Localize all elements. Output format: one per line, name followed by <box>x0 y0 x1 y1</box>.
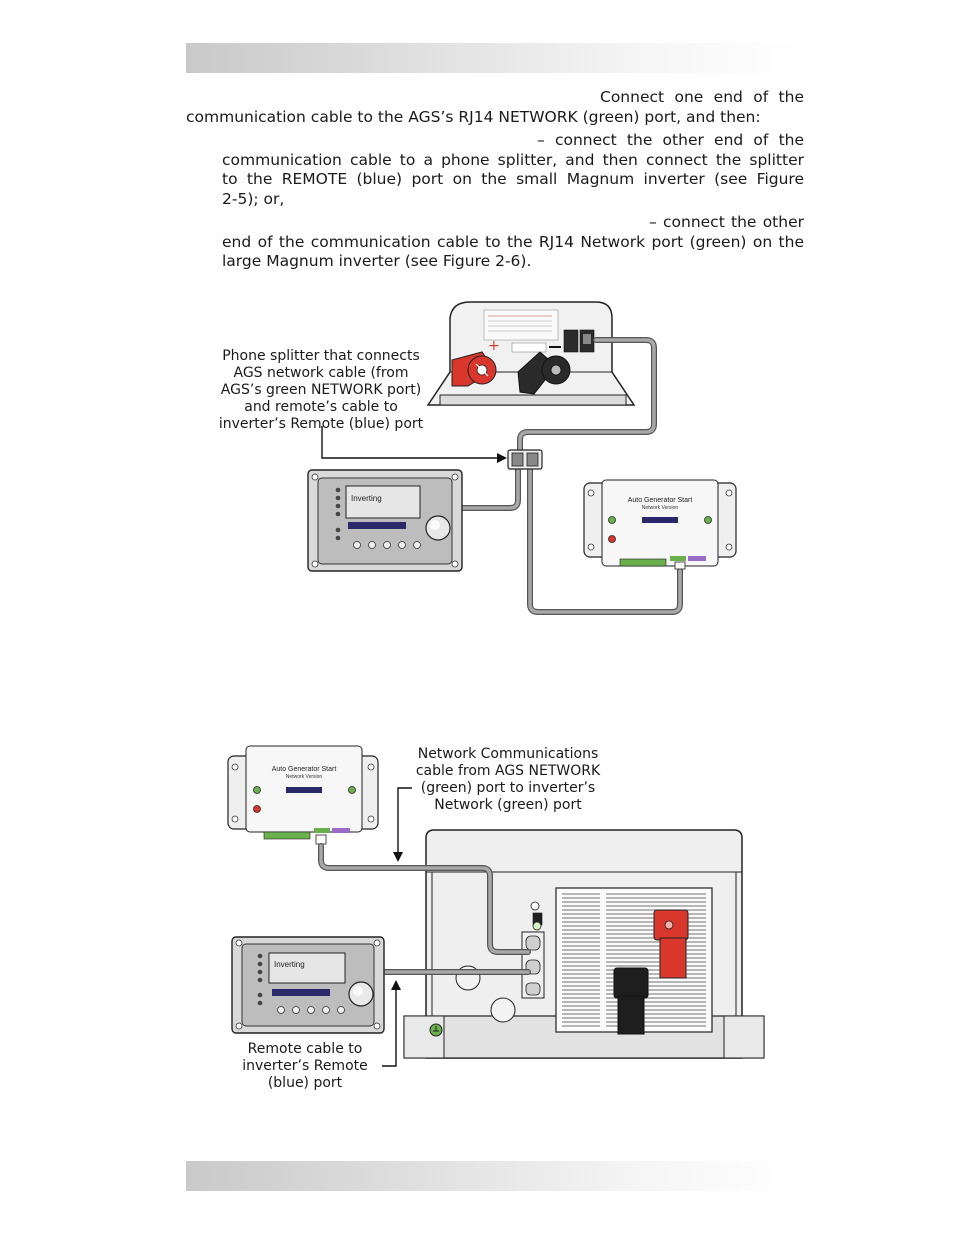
terminal-block-icon <box>263 831 311 840</box>
remote-lcd-text: Inverting <box>351 494 382 503</box>
caption-line: Network (green) port <box>434 797 582 813</box>
network-cable-caption: Network Communications cable from AGS NE… <box>398 746 618 814</box>
figure-2-5: + <box>307 301 737 615</box>
remote-cable-arrow <box>382 980 401 1067</box>
ags-subtitle: Network Version <box>286 774 323 780</box>
remote-lcd-display <box>268 952 346 984</box>
figure1-cables <box>455 337 683 615</box>
caption-line: inverter’s Remote (blue) port <box>218 416 424 432</box>
remote-control-panel: Inverting <box>307 469 463 572</box>
paragraph-line: communication cable to the AGS’s RJ14 NE… <box>186 107 761 126</box>
plus-symbol-icon: + <box>488 338 500 354</box>
status-led-icon <box>253 786 261 794</box>
ags-remote-port-icon <box>688 556 706 561</box>
ags-network-port-icon <box>670 556 686 561</box>
splitter-caption: Phone splitter that connects AGS network… <box>206 348 436 433</box>
paragraph-connect-ags: Connect one end of the communication cab… <box>186 88 804 127</box>
inverter-network-port-icon <box>525 935 541 951</box>
test-led-icon <box>608 535 616 543</box>
paragraph-line: – connect the other end of the <box>537 131 804 149</box>
ags-network-port-icon <box>314 828 330 833</box>
footer-band <box>186 1161 798 1191</box>
caption-line: Phone splitter that connects <box>222 348 420 364</box>
ags-module: Auto Generator Start Network Version <box>583 479 737 570</box>
caption-line: AGS network cable (from <box>233 365 409 381</box>
paragraph-line: to the REMOTE (blue) port on the small M… <box>222 170 804 188</box>
remote-lcd-text: Inverting <box>274 960 305 969</box>
small-inverter: + <box>426 301 636 406</box>
caption-line: (blue) port <box>267 1075 343 1091</box>
remote-led-icon <box>348 786 356 794</box>
terminal-block-icon <box>619 558 667 567</box>
paragraph-line: end of the communication cable to the RJ… <box>222 232 804 251</box>
paragraph-line: – connect the other <box>649 213 804 231</box>
negative-terminal-icon <box>613 967 649 1035</box>
positive-terminal-icon <box>653 909 689 979</box>
remote-lcd-display <box>345 485 421 519</box>
paragraph-line: large Magnum inverter (see Figure 2-6). <box>222 252 532 270</box>
status-led-icon <box>608 516 616 524</box>
phone-splitter-icon <box>507 449 543 470</box>
paragraph-line: communication cable to a phone splitter,… <box>222 150 804 169</box>
caption-line: (green) port to inverter’s <box>420 780 596 796</box>
caption-line: Remote cable to <box>247 1041 363 1057</box>
figure2-cables <box>318 843 531 975</box>
caption-line: Network Communications <box>417 746 599 762</box>
caption-line: inverter’s Remote <box>242 1058 368 1074</box>
paragraph-line: 2-5); or, <box>222 189 285 208</box>
caption-line: cable from AGS NETWORK <box>415 763 601 779</box>
caption-line: and remote’s cable to <box>244 399 398 415</box>
ags-title: Auto Generator Start <box>628 497 693 504</box>
caption-line: AGS’s green NETWORK port) <box>220 382 422 398</box>
ags-remote-port-icon <box>332 828 350 833</box>
splitter-arrow <box>321 426 507 463</box>
remote-led-icon <box>704 516 712 524</box>
paragraph-small-inverter: – connect the other end of the communica… <box>222 131 804 209</box>
paragraph-line: Connect one end of the <box>600 88 804 106</box>
remote-control-panel: Inverting <box>231 936 385 1034</box>
negative-terminal-icon <box>517 351 571 395</box>
remote-port-icon <box>563 329 579 353</box>
paragraph-large-inverter: – connect the other end of the communica… <box>222 213 804 272</box>
network-cable-arrow <box>393 787 412 862</box>
ags-title: Auto Generator Start <box>272 766 337 773</box>
ags-module: Auto Generator Start Network Version <box>227 745 379 845</box>
minus-symbol-icon <box>549 346 561 348</box>
header-band <box>186 43 798 73</box>
test-led-icon <box>253 805 261 813</box>
figure-2-6: Auto Generator Start Network Version <box>227 745 765 1067</box>
positive-terminal-icon <box>451 351 497 387</box>
large-inverter <box>403 829 765 1059</box>
remote-cable-caption: Remote cable to inverter’s Remote (blue)… <box>225 1041 385 1092</box>
ags-subtitle: Network Version <box>642 505 679 511</box>
